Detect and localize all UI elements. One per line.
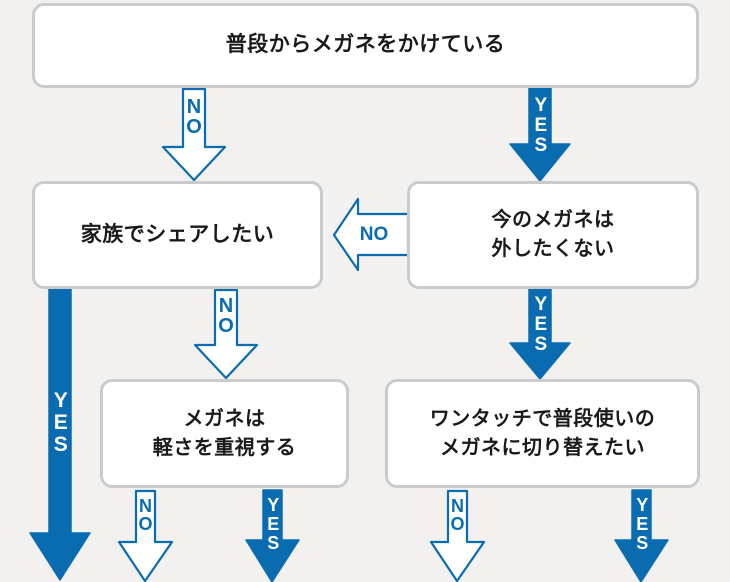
- arrow-keep-yes[interactable]: YES: [509, 288, 571, 380]
- node-text: 今のメガネは 外したくない: [410, 206, 696, 264]
- node-line-1: メガネは: [183, 407, 266, 430]
- node-share-with-family[interactable]: 家族でシェアしたい: [32, 181, 323, 289]
- node-text: 普段からメガネをかけている: [35, 30, 696, 60]
- node-line-1: 今のメガネは: [491, 209, 615, 231]
- node-line-1: 普段からメガネをかけている: [225, 33, 506, 57]
- node-line-2: メガネに切り替えたい: [440, 436, 645, 459]
- arrow-share-yes[interactable]: YES: [29, 288, 91, 581]
- node-line-1: 家族でシェアしたい: [80, 222, 275, 246]
- arrow-light-yes[interactable]: YES: [245, 489, 300, 582]
- node-prioritize-lightness[interactable]: メガネは 軽さを重視する: [100, 379, 349, 488]
- node-text: メガネは 軽さを重視する: [103, 405, 346, 463]
- node-keep-current-glasses[interactable]: 今のメガネは 外したくない: [407, 181, 699, 289]
- arrow-top-yes[interactable]: YES: [509, 87, 571, 182]
- node-line-2: 軽さを重視する: [152, 436, 297, 459]
- arrow-keep-no-left[interactable]: NO: [332, 197, 410, 272]
- arrow-onetouch-yes[interactable]: YES: [614, 489, 669, 582]
- node-text: 家族でシェアしたい: [35, 220, 320, 250]
- node-one-touch-switch[interactable]: ワンタッチで普段使いの メガネに切り替えたい: [385, 379, 700, 488]
- node-line-2: 外したくない: [491, 238, 615, 260]
- node-wears-glasses-daily[interactable]: 普段からメガネをかけている: [32, 3, 699, 88]
- node-line-1: ワンタッチで普段使いの: [429, 407, 656, 430]
- node-text: ワンタッチで普段使いの メガネに切り替えたい: [388, 405, 697, 463]
